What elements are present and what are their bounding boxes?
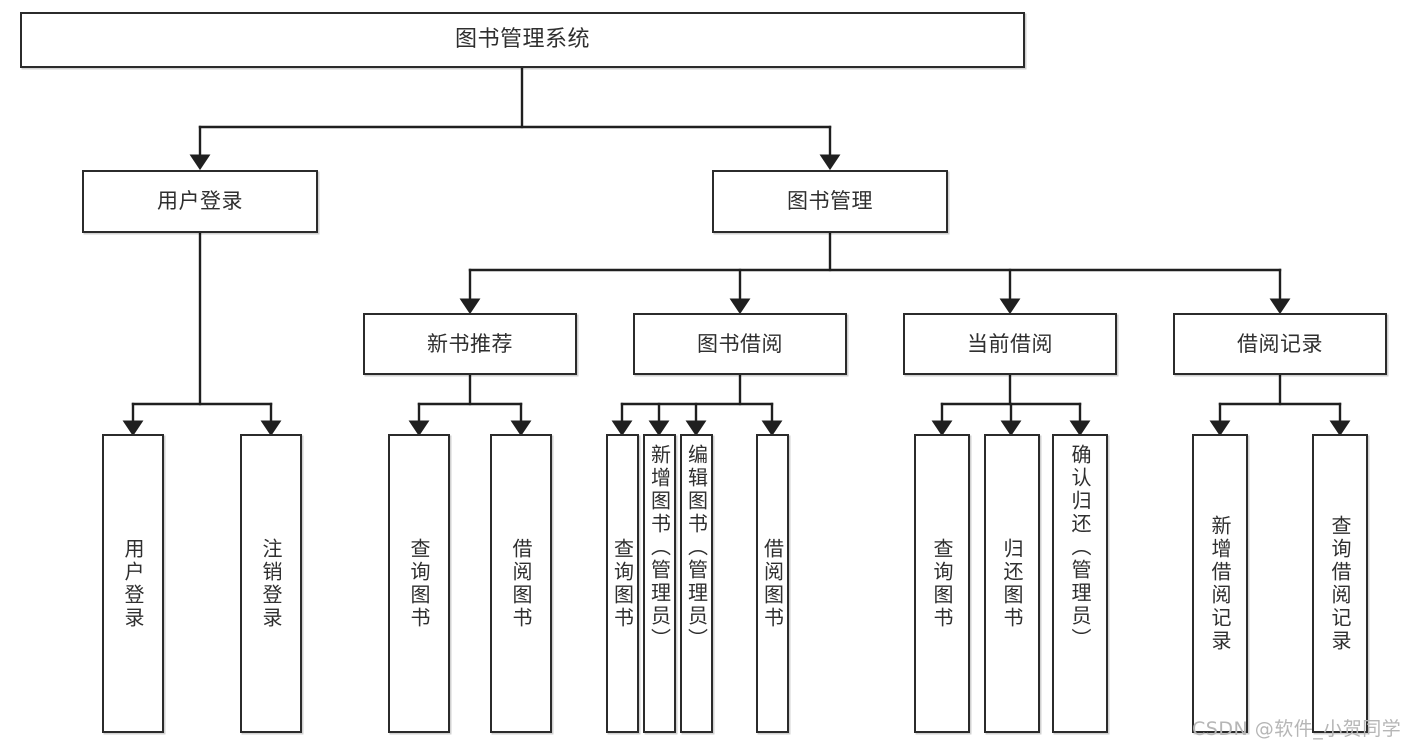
node-user-login[interactable]: 用户登录 — [82, 170, 318, 233]
node-borrow-record[interactable]: 借阅记录 — [1173, 313, 1387, 375]
leaf-current-borrow-query[interactable]: 查询图书 — [914, 434, 970, 733]
node-book-borrow[interactable]: 图书借阅 — [633, 313, 847, 375]
node-label: 查询图书 — [610, 537, 635, 630]
leaf-new-book-borrow[interactable]: 借阅图书 — [490, 434, 552, 733]
node-label: 查询图书 — [930, 537, 954, 630]
node-label: 当前借阅 — [967, 331, 1053, 356]
node-root-system[interactable]: 图书管理系统 — [20, 12, 1025, 68]
node-label: 图书借阅 — [697, 331, 783, 356]
node-book-management[interactable]: 图书管理 — [712, 170, 948, 233]
leaf-current-borrow-confirm[interactable]: 确认归还（管理员） — [1052, 434, 1108, 733]
leaf-book-borrow-add[interactable]: 新增图书（管理员） — [643, 434, 676, 733]
node-label: 查询借阅记录 — [1328, 514, 1352, 653]
node-current-borrow[interactable]: 当前借阅 — [903, 313, 1117, 375]
leaf-new-book-query[interactable]: 查询图书 — [388, 434, 450, 733]
csdn-watermark: CSDN @软件_小贺同学 — [1192, 714, 1401, 741]
watermark-text: CSDN @软件_小贺同学 — [1192, 718, 1402, 740]
leaf-borrow-record-add[interactable]: 新增借阅记录 — [1192, 434, 1248, 733]
node-label: 借阅图书 — [509, 537, 533, 630]
node-label: 新书推荐 — [427, 331, 513, 356]
leaf-borrow-record-query[interactable]: 查询借阅记录 — [1312, 434, 1368, 733]
node-label: 确认归还（管理员） — [1068, 444, 1092, 651]
node-label: 新增借阅记录 — [1208, 514, 1232, 653]
node-label: 图书管理系统 — [454, 27, 590, 53]
node-label: 注销登录 — [259, 537, 283, 630]
node-label: 借阅记录 — [1237, 331, 1323, 356]
node-label: 用户登录 — [157, 189, 243, 214]
leaf-book-borrow-query[interactable]: 查询图书 — [606, 434, 639, 733]
leaf-book-borrow-edit[interactable]: 编辑图书（管理员） — [680, 434, 713, 733]
node-label: 归还图书 — [1000, 537, 1024, 630]
leaf-user-login-logout[interactable]: 注销登录 — [240, 434, 302, 733]
node-label: 编辑图书（管理员） — [684, 444, 709, 651]
leaf-current-borrow-return[interactable]: 归还图书 — [984, 434, 1040, 733]
node-label: 图书管理 — [787, 189, 873, 214]
node-label: 新增图书（管理员） — [647, 444, 672, 651]
leaf-user-login-login[interactable]: 用户登录 — [102, 434, 164, 733]
node-label: 查询图书 — [407, 537, 431, 630]
leaf-book-borrow-borrow[interactable]: 借阅图书 — [756, 434, 789, 733]
node-label: 用户登录 — [121, 537, 145, 630]
node-new-book-recommend[interactable]: 新书推荐 — [363, 313, 577, 375]
node-label: 借阅图书 — [760, 537, 785, 630]
